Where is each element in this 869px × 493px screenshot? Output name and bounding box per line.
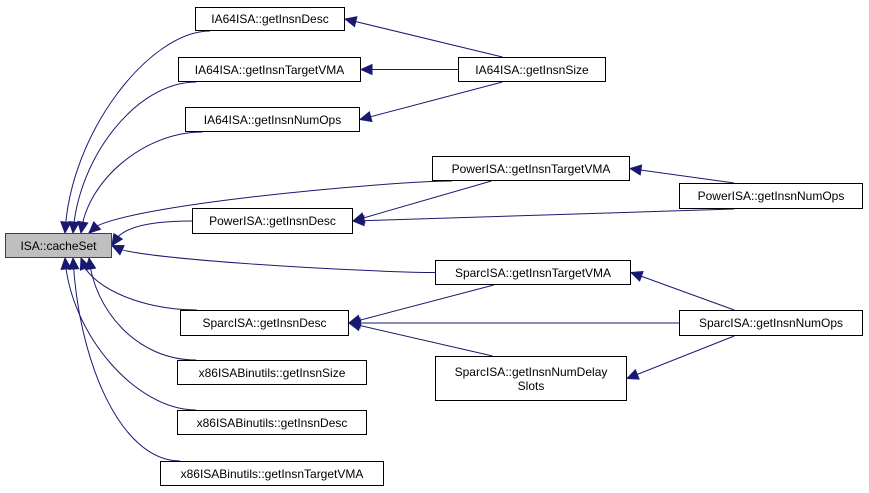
arrowhead-icon — [347, 319, 362, 332]
edge-powerNumOps-to-powerDesc — [352, 208, 735, 222]
arrowhead-icon — [628, 164, 643, 176]
arrowhead-icon — [111, 232, 124, 247]
arrowhead-icon — [110, 244, 125, 256]
edge-x86Size-to-cacheSet — [88, 257, 197, 361]
edge-x86Desc-to-cacheSet — [64, 257, 197, 411]
edge-sparcTarget-to-sparcDesc — [348, 284, 494, 324]
node-ia64-getinsntargetvma[interactable]: IA64ISA::getInsnTargetVMA — [178, 57, 361, 82]
edge-sparcNumOps-to-sparcDelay — [626, 335, 735, 379]
node-power-getinsnnumops[interactable]: PowerISA::getInsnNumOps — [679, 183, 863, 209]
arrowhead-icon — [629, 270, 644, 282]
edge-powerNumOps-to-powerTarget — [629, 168, 735, 184]
node-x86-getinsntargetvma[interactable]: x86ISABinutils::getInsnTargetVMA — [160, 461, 384, 486]
arrowhead-icon — [358, 110, 373, 123]
edge-sparcNumOps-to-sparcTarget — [630, 272, 735, 311]
arrowhead-icon — [67, 256, 80, 270]
arrowhead-icon — [60, 256, 72, 271]
arrowhead-icon — [343, 16, 358, 28]
node-ia64-getinsnnumops[interactable]: IA64ISA::getInsnNumOps — [185, 107, 360, 132]
node-sparc-getinsntargetvma[interactable]: SparcISA::getInsnTargetVMA — [435, 260, 631, 285]
node-ia64-getinsndesc[interactable]: IA64ISA::getInsnDesc — [195, 7, 345, 31]
node-x86-getinsnsize[interactable]: x86ISABinutils::getInsnSize — [177, 360, 367, 385]
edge-powerDesc-to-cacheSet — [111, 220, 193, 246]
node-power-getinsndesc[interactable]: PowerISA::getInsnDesc — [192, 208, 353, 234]
arrowhead-icon — [88, 220, 102, 234]
edge-sparcDelay-to-sparcDesc — [348, 322, 493, 357]
edge-sparcTarget-to-cacheSet — [111, 245, 436, 273]
arrowhead-icon — [351, 214, 365, 227]
node-sparc-getinsndesc[interactable]: SparcISA::getInsnDesc — [180, 310, 349, 336]
node-isa-cacheset: ISA::cacheSet — [5, 233, 112, 258]
arrowhead-icon — [77, 220, 89, 235]
node-power-getinsntargetvma[interactable]: PowerISA::getInsnTargetVMA — [432, 156, 630, 181]
arrowhead-icon — [625, 368, 640, 380]
arrowhead-icon — [68, 220, 80, 235]
arrowhead-icon — [84, 256, 97, 271]
node-sparc-getinsnnumdelayslots[interactable]: SparcISA::getInsnNumDelay Slots — [435, 356, 627, 401]
edge-ia64Target-to-cacheSet — [72, 81, 197, 234]
edge-ia64Desc-to-cacheSet — [64, 30, 211, 234]
edge-powerTarget-to-powerDesc — [352, 180, 492, 222]
edge-ia64NumOps-to-cacheSet — [80, 131, 203, 234]
edge-sparcDesc-to-cacheSet — [80, 257, 197, 311]
node-ia64-getinsnsize[interactable]: IA64ISA::getInsnSize — [458, 57, 606, 82]
node-sparc-getinsnnumops[interactable]: SparcISA::getInsnNumOps — [679, 310, 863, 336]
edge-x86Target-to-cacheSet — [72, 257, 181, 462]
node-x86-getinsndesc[interactable]: x86ISABinutils::getInsnDesc — [177, 410, 367, 435]
edge-powerTarget-to-cacheSet — [88, 180, 452, 234]
edge-ia64Size-to-ia64Desc — [344, 18, 503, 58]
arrowhead-icon — [60, 221, 72, 235]
edge-ia64Size-to-ia64NumOps — [359, 81, 503, 120]
arrowhead-icon — [359, 63, 373, 76]
